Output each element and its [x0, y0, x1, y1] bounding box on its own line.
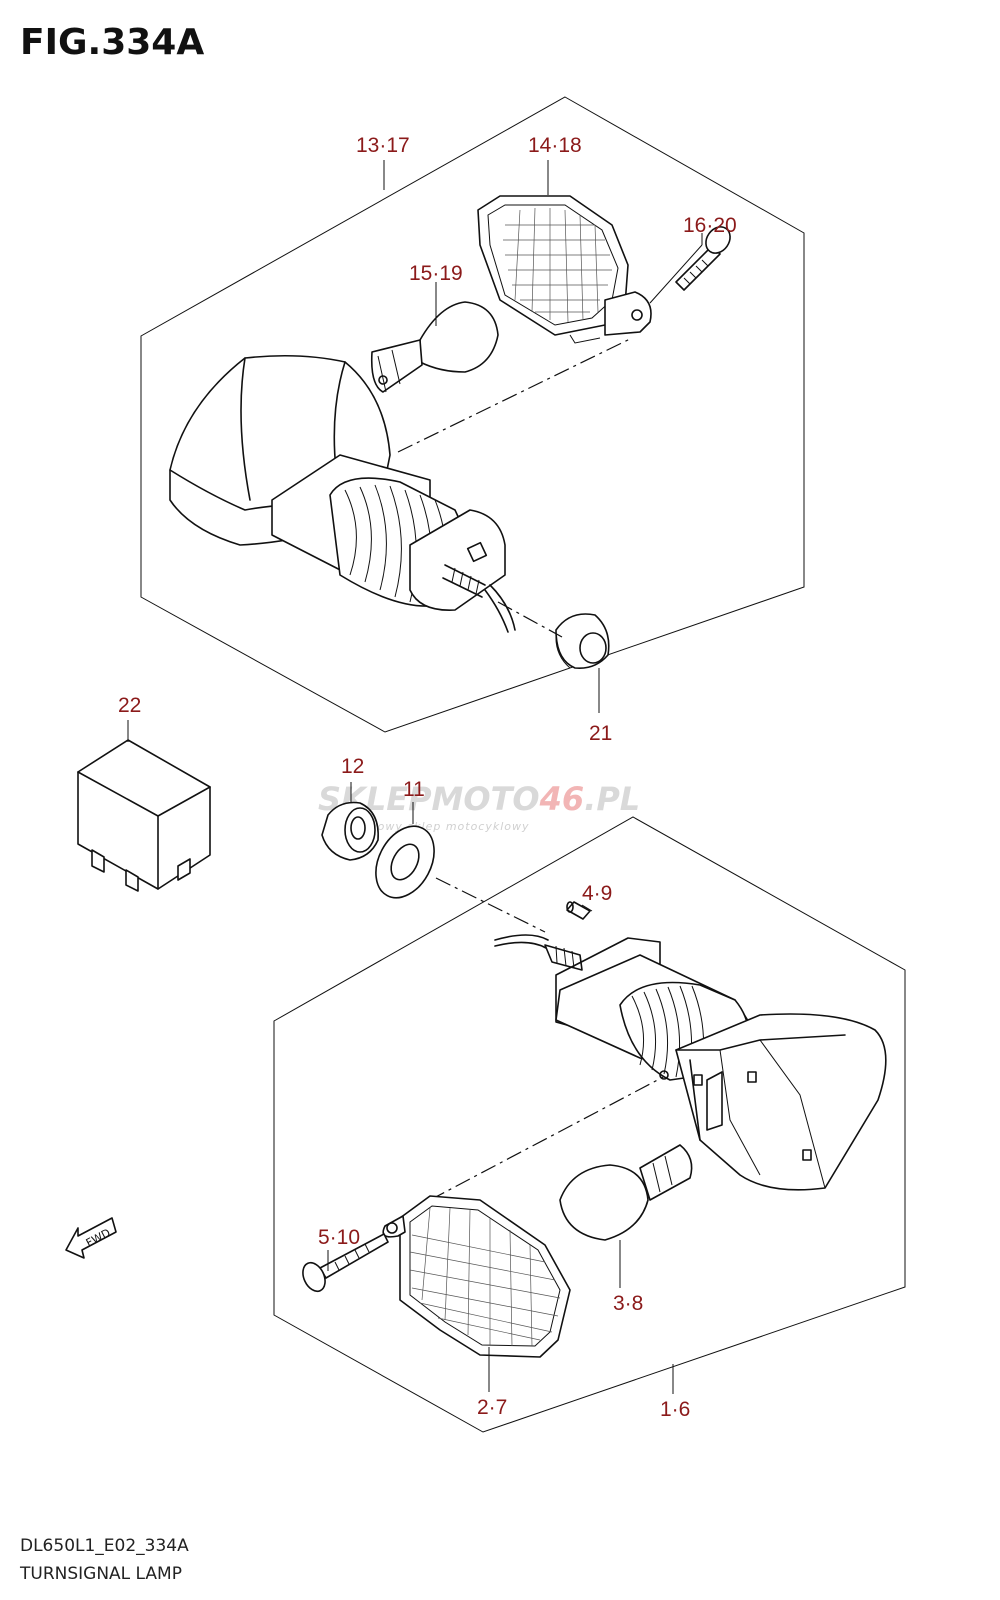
- upper-screw: [675, 226, 731, 291]
- upper-bulb: [370, 301, 499, 393]
- callout-13-17: 13·17: [356, 134, 410, 157]
- callout-1-6: 1·6: [660, 1398, 690, 1421]
- callout-16-20: 16·20: [683, 214, 737, 237]
- callout-21: 21: [589, 722, 612, 745]
- washer-11: [375, 825, 435, 899]
- upper-axis-2: [497, 601, 563, 638]
- lower-axis-2: [429, 1074, 668, 1201]
- figure-title: FIG.334A: [20, 22, 205, 63]
- leader-lines: [127, 160, 703, 1394]
- upper-axis-1: [397, 337, 633, 453]
- callout-12: 12: [341, 755, 364, 778]
- fwd-arrow-icon: FWD: [65, 1217, 117, 1259]
- lower-lamp-housing: [494, 934, 887, 1191]
- figure-caption: TURNSIGNAL LAMP: [20, 1564, 182, 1584]
- callouts: 13·17 14·18 16·20 15·19 21 22 12 11 4·9 …: [118, 134, 737, 1421]
- callout-15-19: 15·19: [409, 262, 463, 285]
- callout-11: 11: [403, 778, 425, 801]
- lower-screw: [302, 1233, 389, 1293]
- lower-assembly-box: [273, 816, 906, 1433]
- grommet-12: [321, 801, 379, 861]
- callout-5-10: 5·10: [318, 1226, 360, 1249]
- callout-22: 22: [118, 694, 141, 717]
- upper-assembly-box: [140, 96, 805, 733]
- lower-bulb: [559, 1144, 693, 1241]
- callout-4-9: 4·9: [582, 882, 612, 905]
- grommet-21: [555, 613, 610, 670]
- callout-2-7: 2·7: [477, 1396, 507, 1419]
- relay-22: [77, 739, 211, 892]
- callout-3-8: 3·8: [613, 1292, 643, 1315]
- upper-lens: [477, 195, 652, 344]
- pin-4-9: [566, 901, 591, 920]
- upper-lamp-housing: [169, 354, 516, 633]
- callout-14-18: 14·18: [528, 134, 582, 157]
- model-code: DL650L1_E02_334A: [20, 1536, 189, 1556]
- lower-axis-1: [435, 877, 546, 933]
- lower-lens: [382, 1195, 571, 1358]
